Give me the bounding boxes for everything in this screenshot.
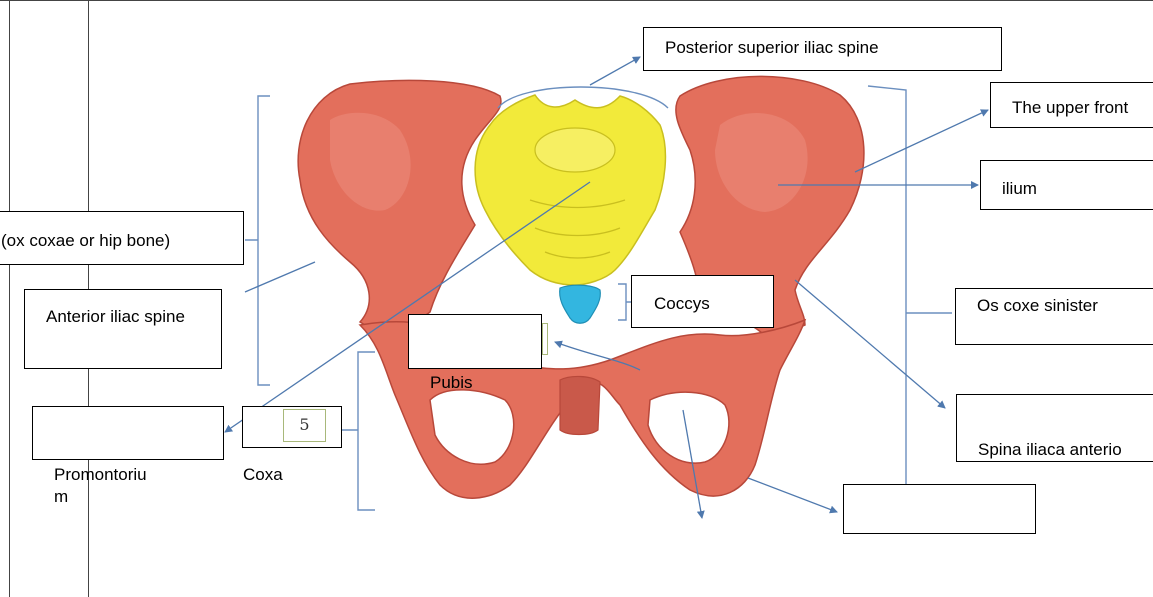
- spina-iliaca-label: Spina iliaca anterio: [956, 394, 1153, 462]
- coccys-text: Coccys: [654, 294, 710, 313]
- number-box-value: 5: [299, 415, 309, 434]
- blank-label-box-bottom: [843, 484, 1036, 534]
- blank-label-box-top: [408, 314, 542, 369]
- coccyx-bone: [560, 285, 601, 323]
- coccyx-bracket: [618, 284, 632, 320]
- blank-label-box-left: [32, 406, 224, 460]
- number-box-inner: 5: [283, 409, 326, 442]
- pubis-text: Pubis: [430, 372, 473, 394]
- promontorium-line2: m: [54, 487, 68, 506]
- spina-iliaca-text: Spina iliaca anterio: [978, 440, 1122, 459]
- anterior-iliac-spine-text: Anterior iliac spine: [46, 307, 185, 326]
- upper-front-label: The upper front: [990, 82, 1153, 128]
- left-ilium-bone: [298, 80, 501, 340]
- os-coxae-label: (ox coxae or hip bone): [0, 211, 244, 265]
- promontorium-text: Promontoriu m: [54, 464, 147, 508]
- ilium-text: ilium: [1002, 179, 1037, 198]
- coccys-label: Coccys: [631, 275, 774, 328]
- left-os-coxae-bracket: [245, 96, 270, 385]
- posterior-superior-iliac-spine-label: Posterior superior iliac spine: [643, 27, 1002, 71]
- coxa-text: Coxa: [243, 464, 283, 486]
- promontorium-line1: Promontoriu: [54, 465, 147, 484]
- ilium-label: ilium: [980, 160, 1153, 210]
- os-coxae-text: (ox coxae or hip bone): [1, 231, 170, 250]
- posterior-superior-iliac-spine-text: Posterior superior iliac spine: [665, 38, 879, 57]
- sacrum-bone: [475, 95, 665, 285]
- os-coxe-sinister-label: Os coxe sinister: [955, 288, 1153, 345]
- anterior-iliac-spine-label: Anterior iliac spine: [24, 289, 222, 369]
- small-box-marker: [542, 323, 548, 355]
- os-coxe-sinister-text: Os coxe sinister: [977, 296, 1098, 315]
- coxa-bracket: [342, 352, 375, 510]
- upper-front-text: The upper front: [1012, 98, 1128, 117]
